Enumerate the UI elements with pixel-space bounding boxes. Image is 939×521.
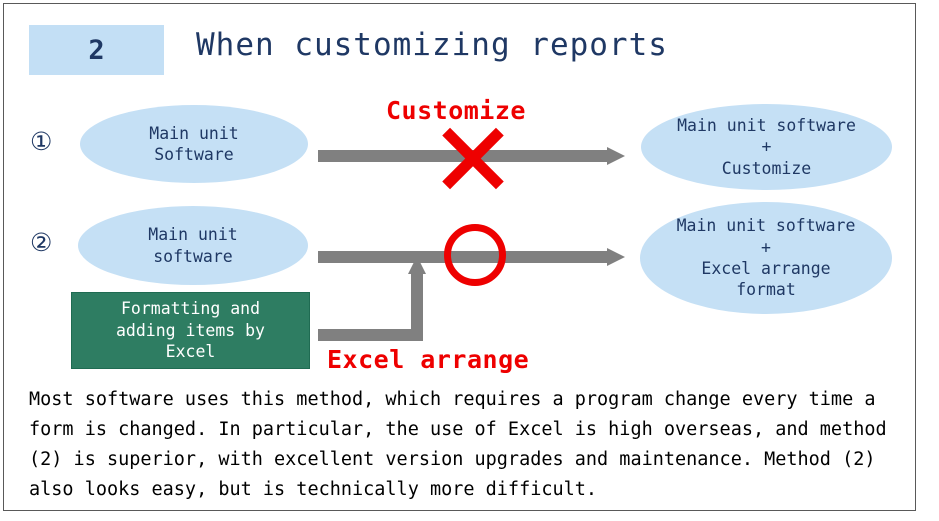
- result-ellipse-row2-line1: Main unit software: [676, 216, 856, 236]
- source-ellipse-row2: Main unit software: [78, 206, 308, 285]
- result-ellipse-row2-line2: +: [761, 237, 771, 257]
- footer-paragraph: Most software uses this method, which re…: [29, 389, 887, 501]
- elbow-connector-vertical: [411, 272, 423, 334]
- result-ellipse-row1: Main unit software + Customize: [641, 104, 892, 190]
- excel-formatting-box-line2: adding items by: [115, 320, 265, 340]
- elbow-connector-horizontal: [318, 329, 423, 341]
- excel-formatting-box-line1: Formatting and: [120, 298, 261, 318]
- flow-arrow-row1-head: [607, 147, 625, 165]
- source-ellipse-row2-line1: Main unit: [148, 225, 238, 245]
- result-ellipse-row1-line3: Customize: [721, 158, 812, 178]
- row-marker-2: ②: [30, 228, 53, 257]
- flow-label-row1: Customize: [386, 96, 526, 125]
- cross-mark-icon: [437, 123, 509, 195]
- page-title: When customizing reports: [196, 27, 668, 63]
- source-ellipse-row1-line1: Main unit: [149, 123, 239, 143]
- excel-formatting-box-line3: Excel: [165, 342, 216, 362]
- excel-formatting-box: Formatting and adding items by Excel: [71, 292, 310, 369]
- result-ellipse-row2: Main unit software + Excel arrange forma…: [640, 202, 892, 314]
- section-number-text: 2: [88, 34, 105, 66]
- flow-arrow-row2-head: [607, 248, 625, 266]
- result-ellipse-row2-line3: Excel arrange: [701, 259, 831, 278]
- result-ellipse-row2-line4: format: [736, 280, 796, 300]
- row-marker-1: ①: [30, 127, 53, 156]
- flow-label-row2: Excel arrange: [327, 345, 530, 374]
- source-ellipse-row1-line2: Software: [154, 145, 234, 164]
- circle-mark-icon: [444, 224, 506, 286]
- elbow-connector-arrowhead: [408, 256, 426, 274]
- section-number-badge: 2: [29, 25, 164, 75]
- source-ellipse-row2-line2: software: [153, 246, 233, 266]
- result-ellipse-row1-line1: Main unit software: [677, 115, 856, 135]
- result-ellipse-row1-line2: +: [761, 137, 772, 157]
- source-ellipse-row1: Main unit Software: [80, 105, 308, 183]
